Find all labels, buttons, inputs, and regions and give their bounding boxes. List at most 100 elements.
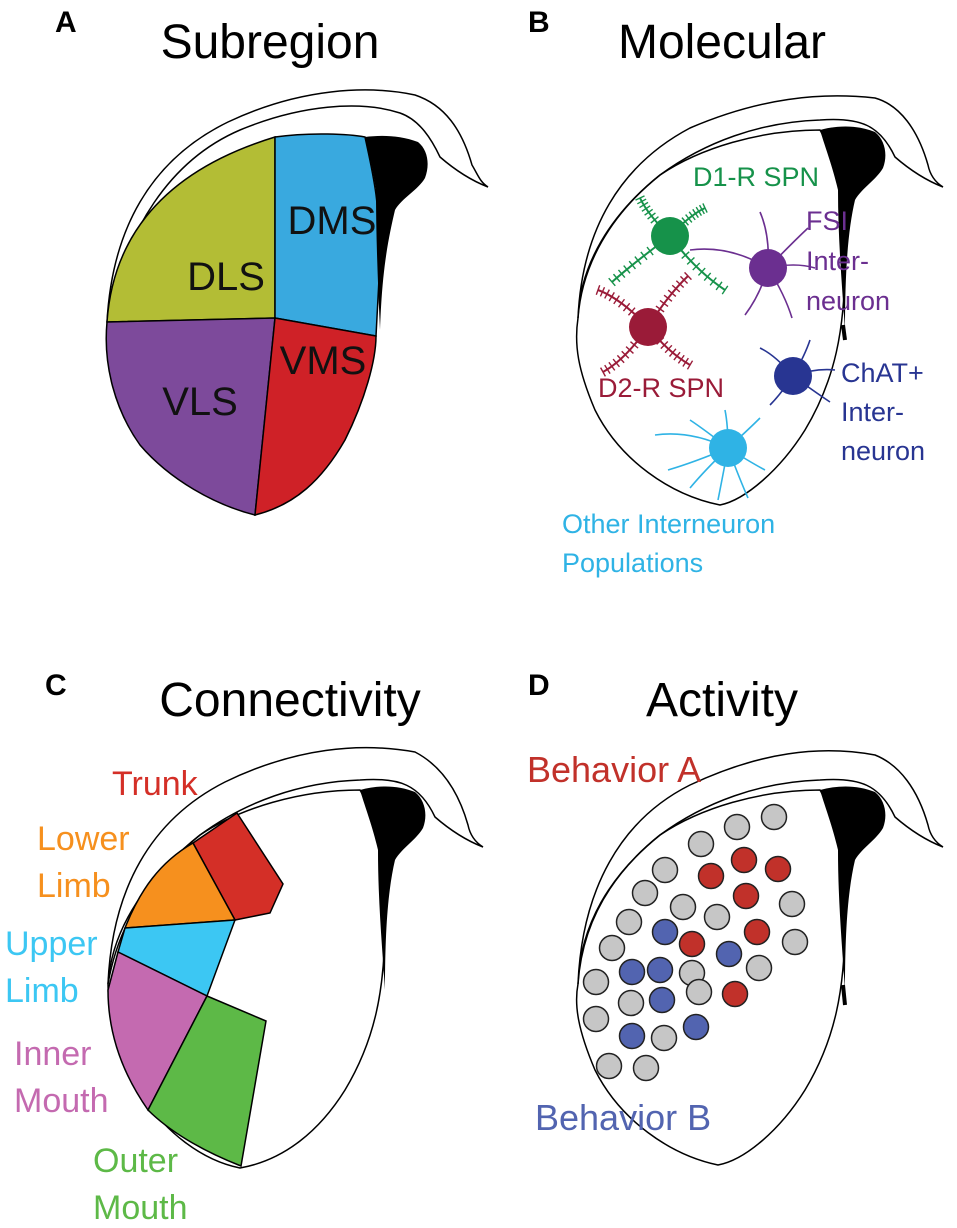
other-interneuron-soma [709, 429, 747, 467]
ventricle-tail-d [841, 984, 847, 1006]
d2-dendrite-spine [608, 361, 616, 371]
d1-dendrite-spine [617, 269, 626, 279]
d2-spn-soma [629, 308, 667, 346]
other-interneuron-label-line2: Populations [562, 548, 703, 578]
dls-region [106, 135, 276, 323]
dls-label: DLS [187, 255, 265, 299]
ventricle-tail-b [841, 324, 847, 341]
d1-dendrite-spine [637, 198, 647, 205]
d1-dendrite-spine [715, 281, 723, 291]
d1-dendrite-spine [702, 203, 708, 213]
d1-dendrite-spine [640, 251, 648, 261]
neuron-dot [730, 846, 758, 874]
d2-dendrite-spine [660, 341, 669, 350]
fsi-label-line3: neuron [806, 286, 890, 316]
neuron-dot [651, 856, 679, 884]
striatum-outline-c [107, 746, 484, 985]
chat-label-line3: neuron [841, 436, 925, 466]
chat-label-line1: ChAT+ [841, 358, 924, 388]
d2-dendrite-spine [612, 358, 621, 368]
d1-spn-label: D1-R SPN [693, 162, 819, 192]
d2-dendrite-spine [616, 354, 625, 364]
neuron-dot [582, 968, 610, 996]
neuron-dot [685, 978, 713, 1006]
d1-dendrite-spine [639, 201, 649, 209]
panel-d-letter: D [528, 669, 550, 702]
neuron-dot [618, 958, 646, 986]
neuron-dot [632, 1054, 660, 1082]
d1-dendrite-spine [703, 272, 712, 282]
d1-dendrite-spine [692, 208, 699, 218]
neuron-dot [618, 1022, 646, 1050]
panel-c: C Connectivity Trunk Lower Limb Upper Li… [5, 669, 484, 1227]
d2-dendrite-spine [630, 341, 639, 349]
lateral-ventricle-b [820, 126, 886, 331]
panel-d-title: Activity [646, 674, 798, 727]
vls-label: VLS [162, 380, 238, 424]
neuron-dot [669, 893, 697, 921]
d2-dendrite-spine [671, 284, 681, 293]
d2-dendrite-spine [679, 275, 689, 284]
other-interneuron-label-line1: Other Interneuron [562, 509, 775, 539]
neuron-dot [648, 986, 676, 1014]
lower-limb-label-line2: Limb [37, 867, 111, 905]
vls-region [105, 317, 276, 516]
panel-c-letter: C [45, 669, 67, 702]
d1-dendrite-spine [685, 214, 693, 223]
d1-dendrite-spine [634, 256, 642, 265]
neuron-dot [697, 862, 725, 890]
outer-mouth-region [147, 995, 267, 1168]
other-processes [654, 409, 766, 501]
neuron-dot [595, 1052, 623, 1080]
panel-a: A Subregion DLS DMS VLS VMS [55, 6, 489, 516]
fsi-label-line1: FSI [806, 206, 848, 236]
d2-dendrite-spine [675, 280, 685, 289]
d2-dendrite-spine [599, 367, 607, 377]
d2-dendrite-spine [655, 305, 665, 313]
behavior-b-label: Behavior B [535, 1097, 711, 1138]
d1-dendrite-spine [635, 195, 645, 201]
panel-a-title: Subregion [161, 16, 380, 69]
d1-dendrite-spine [692, 262, 701, 271]
neuron-dot [760, 803, 788, 831]
d2-dendrite-spine [613, 295, 620, 305]
d1-dendrite-spine [697, 267, 706, 276]
lateral-ventricle-d [820, 786, 886, 990]
neuron-dot [615, 908, 643, 936]
d2-dendrite-spine [627, 307, 636, 316]
d1-spn-soma [651, 217, 689, 255]
neuron-dot [631, 879, 659, 907]
d2-dendrite-spine [684, 271, 692, 281]
lateral-ventricle-c [360, 786, 426, 990]
d1-dendrite-spine [646, 246, 654, 256]
d2-dendrite-spine [682, 357, 689, 367]
d2-dendrite-spine [664, 344, 673, 354]
d2-dendrite-spine [667, 289, 677, 298]
corpus-callosum-outline [106, 89, 489, 323]
neuron-dot [715, 940, 743, 968]
panel-c-title: Connectivity [159, 674, 420, 727]
upper-limb-label-line2: Limb [5, 972, 79, 1010]
neuron-dot [732, 882, 760, 910]
d2-dendrite-spine [668, 348, 677, 357]
d1-dendrite-spine [681, 251, 690, 259]
vms-label: VMS [280, 339, 367, 383]
fsi-soma [749, 249, 787, 287]
d2-dendrite-spine [686, 360, 694, 370]
behavior-a-label: Behavior A [527, 749, 701, 790]
upper-limb-label-line1: Upper [5, 925, 98, 963]
neuron-dot [582, 1005, 610, 1033]
neuron-dot [721, 980, 749, 1008]
d2-dendrite-spine [604, 289, 610, 299]
d2-dendrite-spine [617, 298, 626, 308]
outer-mouth-label-line1: Outer [93, 1142, 178, 1180]
d1-dendrite-spine [688, 211, 696, 221]
chat-soma [774, 357, 812, 395]
d1-dendrite-spine [612, 273, 621, 283]
d1-dendrite-spine [698, 204, 705, 215]
d1-dendrite-spine [623, 265, 631, 274]
neuron-dot [723, 813, 751, 841]
d1-dendrite-spine [608, 277, 616, 287]
neuron-dot [678, 930, 706, 958]
